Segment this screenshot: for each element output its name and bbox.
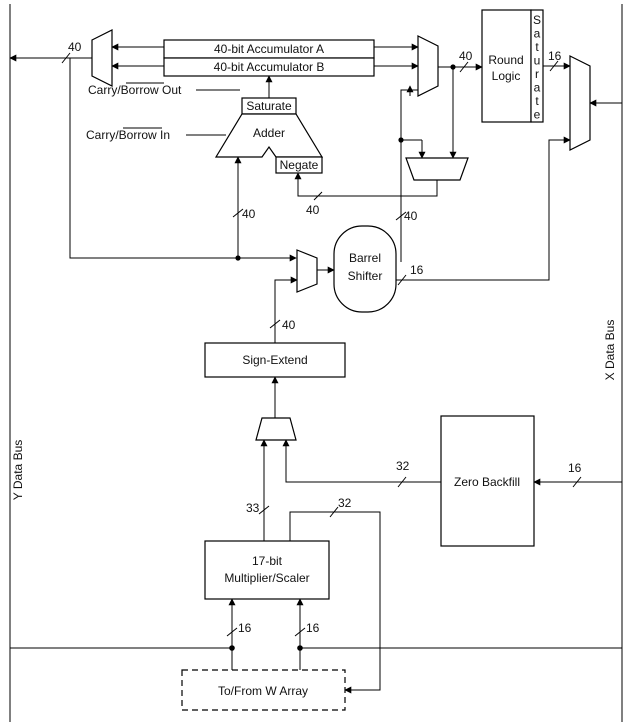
sign-extend-to-shifter-mux-line: [274, 276, 298, 343]
saturate-label: Saturate: [246, 99, 292, 113]
multiplier-label-1: 17-bit: [252, 554, 283, 568]
width-16-w-left: 16: [238, 621, 252, 635]
barrel-shifter-label-2: Shifter: [348, 269, 383, 283]
zero-backfill-to-mux-line: [282, 439, 441, 483]
width-32-mult: 32: [338, 496, 352, 510]
saturate-letter: r: [535, 67, 539, 81]
saturate-vertical-letters: Saturate: [533, 13, 541, 122]
width-33-mult: 33: [246, 501, 260, 515]
multiplier-to-w-array-line: [289, 511, 381, 694]
carry-borrow-out-label: Carry/Borrow Out: [88, 83, 182, 97]
multiplier-scaler-block: [204, 540, 330, 600]
width-slash-bottom-mux: [313, 191, 323, 201]
width-32-zero-backfill: 32: [396, 459, 410, 473]
width-slash-w-right: [294, 627, 306, 637]
y-data-bus-label: Y Data Bus: [11, 440, 25, 500]
width-16-barrel-out: 16: [410, 263, 424, 277]
zero-backfill-label: Zero Backfill: [454, 475, 520, 489]
carry-borrow-in-label: Carry/Borrow In: [86, 128, 170, 142]
width-40-sign-extend: 40: [282, 318, 296, 332]
saturate-letter: u: [534, 54, 541, 68]
sign-extend-input-mux: [255, 417, 297, 441]
barrel-16-to-output-mux-line: [395, 136, 571, 281]
width-slash-adder-feed: [232, 208, 244, 218]
width-40-round: 40: [459, 49, 473, 63]
x-bus-output-mux: [569, 55, 591, 151]
width-16-w-right: 16: [306, 621, 320, 635]
x-data-bus-label: X Data Bus: [603, 320, 617, 381]
negate-input-mux: [405, 157, 469, 181]
multiplier-label-2: Multiplier/Scaler: [224, 571, 309, 585]
accumulator-b-label: 40-bit Accumulator B: [214, 60, 325, 74]
width-slash-sign-extend: [269, 319, 281, 329]
width-slash-zero-backfill: [397, 476, 407, 488]
saturate-letter: t: [535, 40, 539, 54]
adder-block: [214, 113, 324, 158]
w-array-block: [181, 669, 346, 711]
width-40-adder-feed: 40: [242, 207, 256, 221]
round-logic-label-1: Round: [488, 53, 523, 67]
accumulator-a-label: 40-bit Accumulator A: [214, 42, 324, 56]
junction-dot: [235, 255, 241, 261]
width-slash-mult-33: [258, 505, 270, 515]
saturate-letter: a: [534, 27, 541, 41]
saturate-letter: S: [533, 13, 541, 27]
zero-backfill-block: [440, 415, 535, 547]
saturate-letter: a: [534, 81, 541, 95]
width-slash-round: [459, 61, 469, 73]
width-40-barrel-up: 40: [404, 209, 418, 223]
w-array-label: To/From W Array: [218, 684, 308, 698]
saturate-letter: e: [534, 108, 541, 122]
adder-label: Adder: [253, 126, 285, 140]
width-16-x-bus: 16: [568, 461, 582, 475]
sign-extend-label: Sign-Extend: [242, 353, 307, 367]
width-slash-mult-32: [329, 506, 339, 518]
width-40-bottom-mux: 40: [306, 203, 320, 217]
round-logic-label-2: Logic: [492, 69, 521, 83]
y-bus-to-shifter-mux-line: [69, 58, 297, 262]
width-slash-saturate: [549, 60, 559, 72]
width-slash-left-mux: [61, 52, 71, 64]
width-slash-w-left: [226, 627, 238, 637]
shifter-input-mux: [296, 249, 318, 293]
width-slash-barrel-up: [395, 211, 407, 221]
negate-label: Negate: [280, 158, 319, 172]
lower-mux-to-negate-line: [294, 172, 438, 197]
barrel-shifter-block: [333, 225, 397, 313]
width-40-left-mux: 40: [68, 40, 82, 54]
width-slash-x-bus: [572, 476, 582, 488]
left-mux: [91, 29, 113, 87]
saturate-letter: t: [535, 94, 539, 108]
width-slash-barrel-out: [397, 274, 407, 286]
width-16-saturate: 16: [548, 49, 562, 63]
barrel-shifter-label-1: Barrel: [349, 251, 381, 265]
accumulator-output-mux: [417, 35, 439, 97]
